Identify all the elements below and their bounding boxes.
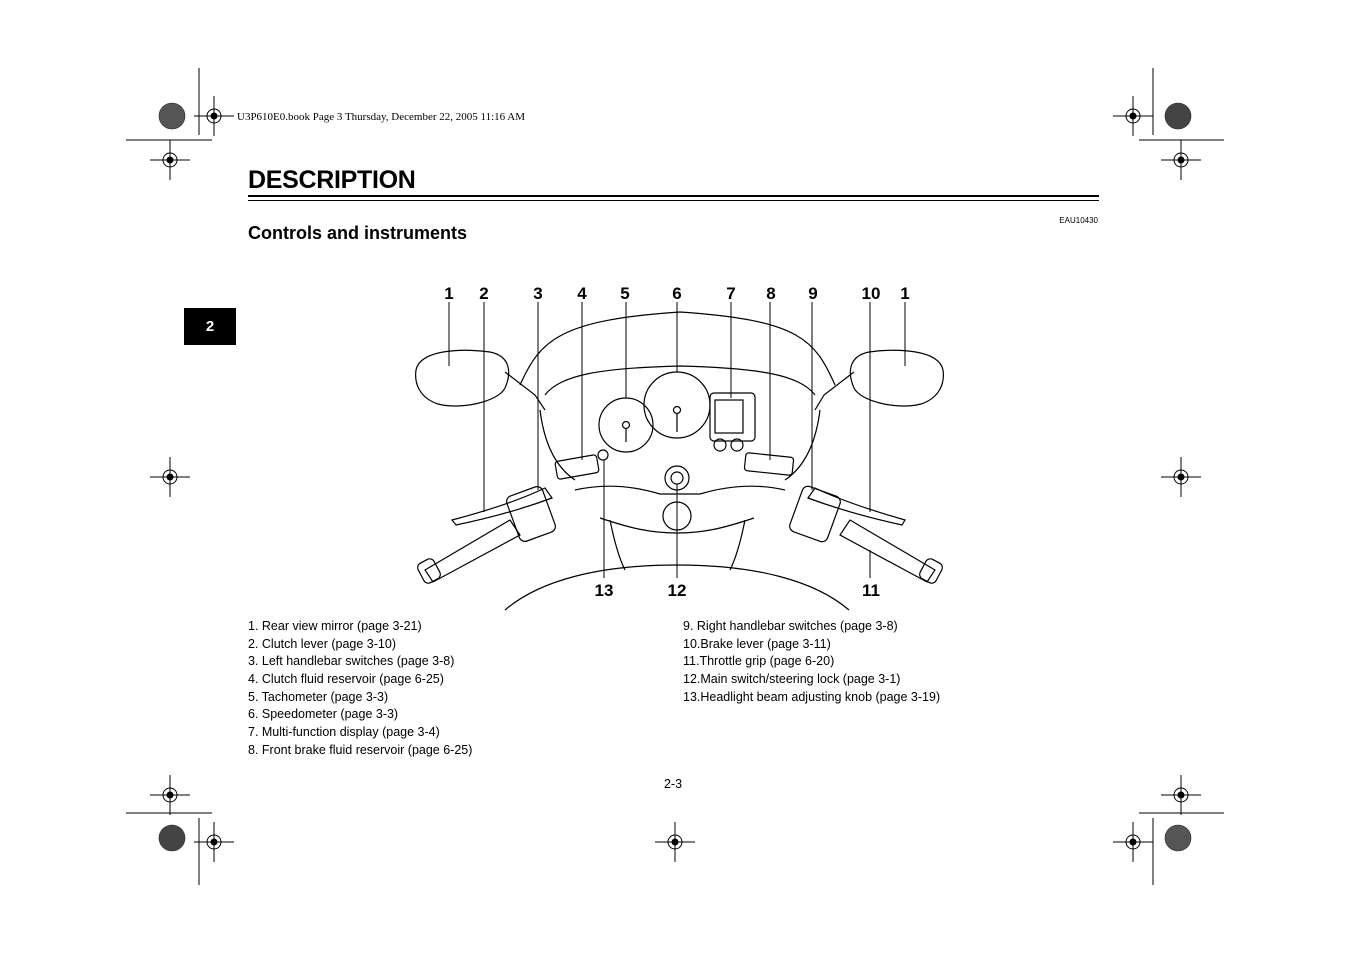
- title-rule-thick: [248, 195, 1099, 197]
- callout-12: 12: [668, 581, 687, 600]
- callout-1-right: 1: [900, 284, 909, 303]
- legend-item: 1. Rear view mirror (page 3-21): [248, 619, 422, 633]
- callout-13: 13: [595, 581, 614, 600]
- file-header-line: U3P610E0.book Page 3 Thursday, December …: [237, 111, 526, 123]
- legend-left: 1. Rear view mirror (page 3-21) 2. Clutc…: [248, 618, 472, 760]
- callout-8: 8: [766, 284, 775, 303]
- page-number: 2-3: [663, 777, 683, 791]
- legend-item: 2. Clutch lever (page 3-10): [248, 636, 396, 651]
- legend-item: 9. Right handlebar switches (page 3-8): [683, 619, 898, 633]
- title-rule-thin: [248, 200, 1099, 201]
- callout-11: 11: [862, 581, 880, 600]
- callout-6: 6: [672, 284, 681, 303]
- legend-item: 5. Tachometer (page 3-3): [248, 689, 389, 704]
- section-title: DESCRIPTION: [248, 166, 416, 194]
- controls-illustration: 1 2 3 4 5 6 7 8 9 10 1 13 12 11: [415, 284, 944, 611]
- callout-9: 9: [808, 284, 817, 303]
- legend-item: 8. Front brake fluid reservoir (page 6-2…: [248, 742, 473, 757]
- subsection-title: Controls and instruments: [248, 223, 468, 243]
- reference-code: EAU10430: [1059, 216, 1098, 225]
- legend-item: 13.Headlight beam adjusting knob (page 3…: [683, 689, 941, 704]
- chapter-tab: 2: [184, 308, 236, 345]
- legend-item: 7. Multi-function display (page 3-4): [248, 725, 440, 740]
- callout-4: 4: [577, 284, 587, 303]
- legend-item: 11.Throttle grip (page 6-20): [683, 654, 835, 669]
- callout-10: 10: [862, 284, 881, 303]
- legend-item: 10.Brake lever (page 3-11): [683, 636, 831, 651]
- legend-right: 9. Right handlebar switches (page 3-8) 1…: [683, 618, 940, 706]
- legend-item: 12.Main switch/steering lock (page 3-1): [683, 672, 901, 687]
- legend-item: 6. Speedometer (page 3-3): [248, 707, 399, 722]
- callout-1-left: 1: [444, 284, 453, 303]
- legend-item: 3. Left handlebar switches (page 3-8): [248, 654, 455, 669]
- legend-item: 4. Clutch fluid reservoir (page 6-25): [248, 672, 444, 687]
- callout-3: 3: [533, 284, 542, 303]
- callout-5: 5: [620, 284, 629, 303]
- callout-2: 2: [479, 284, 488, 303]
- callout-7: 7: [726, 284, 735, 303]
